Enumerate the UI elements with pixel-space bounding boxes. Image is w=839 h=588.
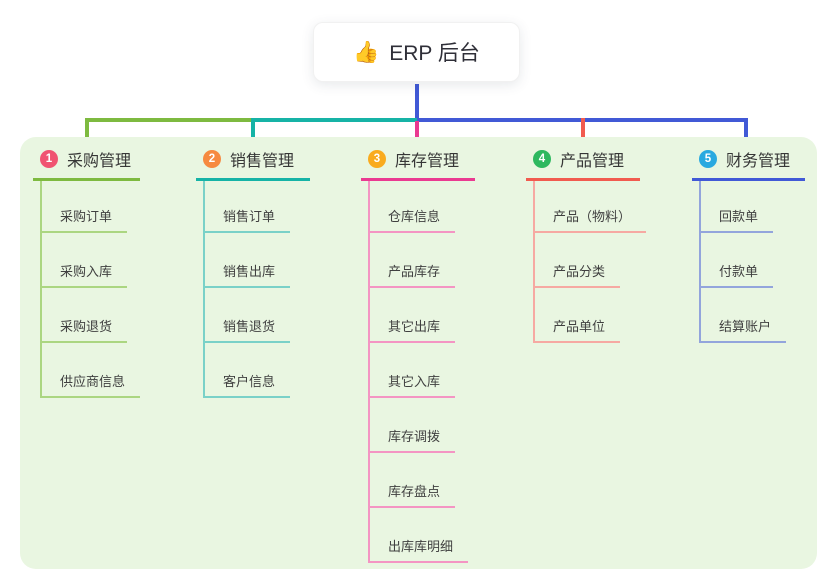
root-label: ERP 后台: [389, 42, 480, 65]
branch-node-sales[interactable]: 2 销售管理: [196, 147, 310, 181]
child-label: 销售订单: [205, 206, 291, 233]
children-group: 回款单 付款单 结算账户: [699, 181, 805, 343]
connector-root-vertical: [415, 84, 419, 120]
branch-number-badge: 5: [699, 150, 717, 168]
child-node[interactable]: 仓库信息: [370, 181, 475, 233]
connector-bus-mid: [253, 118, 417, 122]
child-label: 仓库信息: [370, 206, 456, 233]
connector-drop-sales: [251, 118, 255, 143]
child-label: 供应商信息: [42, 371, 141, 398]
child-node[interactable]: 其它入库: [370, 343, 475, 398]
child-node[interactable]: 产品分类: [535, 233, 646, 288]
child-label: 库存调拨: [370, 426, 456, 453]
branch-title: 采购管理: [67, 153, 132, 170]
connector-bus-left: [85, 118, 255, 122]
child-node[interactable]: 其它出库: [370, 288, 475, 343]
branch-title: 库存管理: [395, 153, 460, 170]
branch-title: 财务管理: [726, 153, 791, 170]
branch-purchase: 1 采购管理 采购订单 采购入库 采购退货 供应商信息: [33, 147, 141, 398]
child-label: 结算账户: [701, 316, 787, 343]
child-node[interactable]: 销售订单: [205, 181, 310, 233]
child-node[interactable]: 出库库明细: [370, 508, 475, 563]
child-label: 采购订单: [42, 206, 128, 233]
children-group: 仓库信息 产品库存 其它出库 其它入库 库存调拨 库存盘点 出库库明细: [368, 181, 475, 563]
child-node[interactable]: 产品（物料）: [535, 181, 647, 233]
child-label: 产品单位: [535, 316, 621, 343]
child-label: 采购入库: [42, 261, 128, 288]
child-node[interactable]: 客户信息: [205, 343, 310, 398]
branch-inventory: 3 库存管理 仓库信息 产品库存 其它出库 其它入库 库存调拨 库存盘点 出库库…: [361, 147, 475, 563]
root-node[interactable]: 👍 ERP 后台: [313, 22, 520, 82]
child-node[interactable]: 结算账户: [701, 288, 805, 343]
connector-drop-purchase: [85, 118, 89, 143]
branch-finance: 5 财务管理 回款单 付款单 结算账户: [692, 147, 805, 343]
child-node[interactable]: 回款单: [701, 181, 805, 233]
child-label: 销售出库: [205, 261, 291, 288]
child-node[interactable]: 销售出库: [205, 233, 310, 288]
branch-sales: 2 销售管理 销售订单 销售出库 销售退货 客户信息: [196, 147, 310, 398]
child-label: 销售退货: [205, 316, 291, 343]
connector-drop-product: [581, 118, 585, 143]
child-label: 其它出库: [370, 316, 456, 343]
canvas-panel: [20, 137, 817, 569]
child-label: 其它入库: [370, 371, 456, 398]
branch-title: 销售管理: [230, 153, 295, 170]
child-label: 产品分类: [535, 261, 621, 288]
child-label: 回款单: [701, 206, 774, 233]
child-node[interactable]: 采购订单: [42, 181, 140, 233]
child-node[interactable]: 库存调拨: [370, 398, 475, 453]
branch-product: 4 产品管理 产品（物料） 产品分类 产品单位: [526, 147, 647, 343]
child-label: 库存盘点: [370, 481, 456, 508]
child-node[interactable]: 采购入库: [42, 233, 140, 288]
branch-node-finance[interactable]: 5 财务管理: [692, 147, 805, 181]
branch-number-badge: 4: [533, 150, 551, 168]
connector-drop-inventory: [415, 121, 419, 143]
child-node[interactable]: 产品单位: [535, 288, 646, 343]
connector-drop-finance: [744, 118, 748, 143]
child-label: 付款单: [701, 261, 774, 288]
child-node[interactable]: 库存盘点: [370, 453, 475, 508]
children-group: 产品（物料） 产品分类 产品单位: [533, 181, 647, 343]
child-node[interactable]: 供应商信息: [42, 343, 141, 398]
child-node[interactable]: 采购退货: [42, 288, 140, 343]
branch-number-badge: 2: [203, 150, 221, 168]
child-label: 采购退货: [42, 316, 128, 343]
child-label: 客户信息: [205, 371, 291, 398]
branch-title: 产品管理: [560, 153, 625, 170]
branch-number-badge: 1: [40, 150, 58, 168]
child-label: 产品（物料）: [535, 206, 647, 233]
children-group: 销售订单 销售出库 销售退货 客户信息: [203, 181, 310, 398]
branch-node-inventory[interactable]: 3 库存管理: [361, 147, 475, 181]
child-node[interactable]: 销售退货: [205, 288, 310, 343]
child-label: 产品库存: [370, 261, 456, 288]
branch-node-purchase[interactable]: 1 采购管理: [33, 147, 140, 181]
children-group: 采购订单 采购入库 采购退货 供应商信息: [40, 181, 141, 398]
child-label: 出库库明细: [370, 536, 469, 563]
branch-number-badge: 3: [368, 150, 386, 168]
child-node[interactable]: 产品库存: [370, 233, 475, 288]
child-node[interactable]: 付款单: [701, 233, 805, 288]
thumbs-up-icon: 👍: [353, 40, 380, 64]
branch-node-product[interactable]: 4 产品管理: [526, 147, 640, 181]
